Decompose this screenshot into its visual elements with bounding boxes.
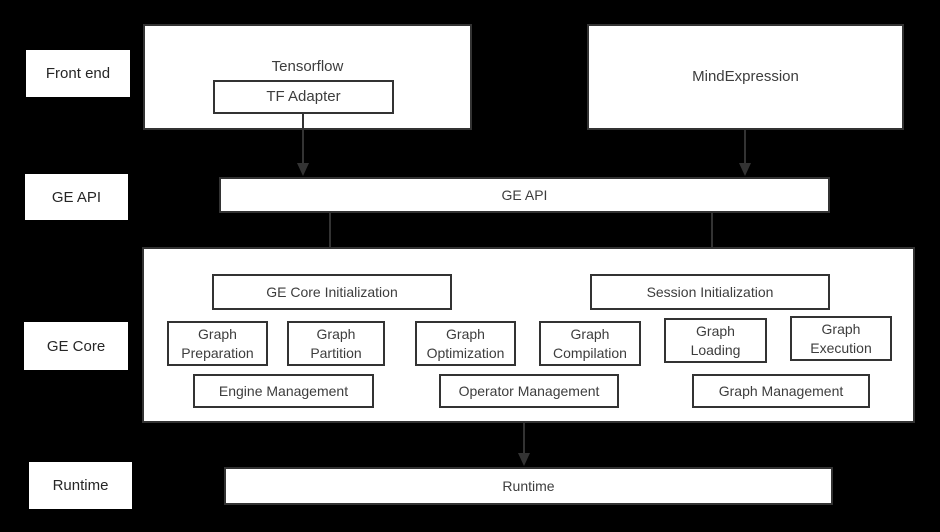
tf-adapter-box: TF Adapter [213, 80, 394, 114]
operator-management-box: Operator Management [439, 374, 619, 408]
mindexpression-box: MindExpression [587, 24, 904, 130]
rail-label-ge-core: GE Core [24, 322, 128, 370]
graph-preparation-box: Graph Preparation [167, 321, 268, 366]
tensorflow-box: Tensorflow [143, 24, 472, 130]
engine-management-box: Engine Management [193, 374, 374, 408]
rail-label-ge-api: GE API [25, 174, 128, 220]
graph-compilation-box: Graph Compilation [539, 321, 641, 366]
graph-management-box: Graph Management [692, 374, 870, 408]
graph-partition-box: Graph Partition [287, 321, 385, 366]
session-initialization-box: Session Initialization [590, 274, 830, 310]
graph-loading-box: Graph Loading [664, 318, 767, 363]
ge-api-bar: GE API [219, 177, 830, 213]
ge-core-initialization-box: GE Core Initialization [212, 274, 452, 310]
tensorflow-label: Tensorflow [271, 58, 344, 75]
graph-optimization-box: Graph Optimization [415, 321, 516, 366]
graph-execution-box: Graph Execution [790, 316, 892, 361]
runtime-bar: Runtime [224, 467, 833, 505]
rail-label-runtime: Runtime [29, 462, 132, 509]
rail-label-front-end: Front end [26, 50, 130, 97]
